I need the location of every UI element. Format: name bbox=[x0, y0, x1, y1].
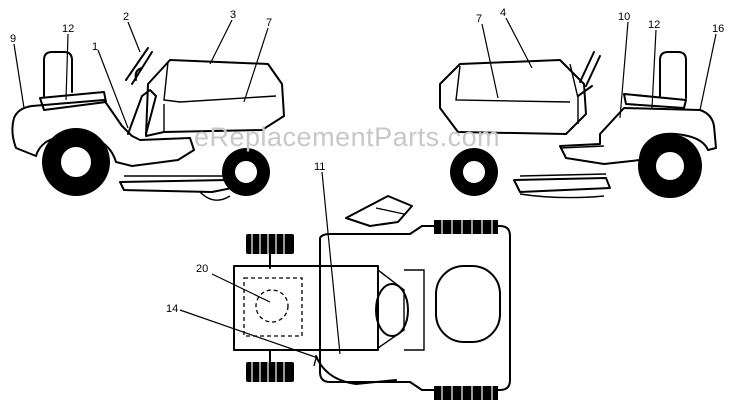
left-steering-wheel bbox=[125, 47, 153, 85]
top-discharge-chute bbox=[345, 195, 413, 227]
top-seat bbox=[435, 265, 501, 343]
callout-right-10: 10 bbox=[618, 11, 630, 23]
right-mower-deck bbox=[513, 177, 611, 193]
right-seat bbox=[623, 51, 687, 109]
top-view-tractor bbox=[233, 195, 511, 400]
callout-numbers: 9 12 2 3 1 7 7 4 10 12 16 11 20 14 bbox=[10, 7, 724, 315]
top-leader-lines bbox=[179, 171, 341, 359]
right-side-view-tractor bbox=[439, 51, 717, 199]
left-steering-column bbox=[127, 89, 157, 135]
callout-left-7: 7 bbox=[266, 17, 272, 29]
top-hood bbox=[233, 265, 379, 351]
callout-top-14: 14 bbox=[166, 303, 178, 315]
callout-left-2: 2 bbox=[123, 11, 129, 23]
callout-right-12: 12 bbox=[648, 19, 660, 31]
callout-top-20: 20 bbox=[196, 263, 208, 275]
callout-left-12: 12 bbox=[62, 23, 74, 35]
callout-right-4: 4 bbox=[500, 7, 506, 19]
decal-20-outline bbox=[243, 277, 303, 337]
left-mower-deck bbox=[119, 179, 233, 193]
top-body bbox=[319, 225, 511, 391]
top-front-wheel-lower bbox=[246, 362, 294, 382]
callout-left-3: 3 bbox=[230, 9, 236, 21]
left-hood bbox=[145, 59, 285, 137]
callout-left-1: 1 bbox=[92, 41, 98, 53]
callout-top-11: 11 bbox=[314, 161, 325, 173]
callout-right-7: 7 bbox=[476, 13, 482, 25]
top-rear-wheel-upper bbox=[434, 220, 498, 234]
left-leader-lines bbox=[13, 19, 269, 129]
top-rear-wheel-lower bbox=[434, 386, 498, 400]
left-side-view-tractor bbox=[11, 47, 285, 201]
right-leader-lines bbox=[481, 17, 717, 119]
right-hood bbox=[439, 59, 587, 135]
right-steering-wheel bbox=[577, 51, 601, 97]
callout-right-16: 16 bbox=[712, 23, 724, 35]
callout-left-9: 9 bbox=[10, 33, 16, 45]
top-front-wheel-upper bbox=[246, 234, 294, 254]
watermark-text: eReplacementParts.com bbox=[194, 122, 500, 152]
